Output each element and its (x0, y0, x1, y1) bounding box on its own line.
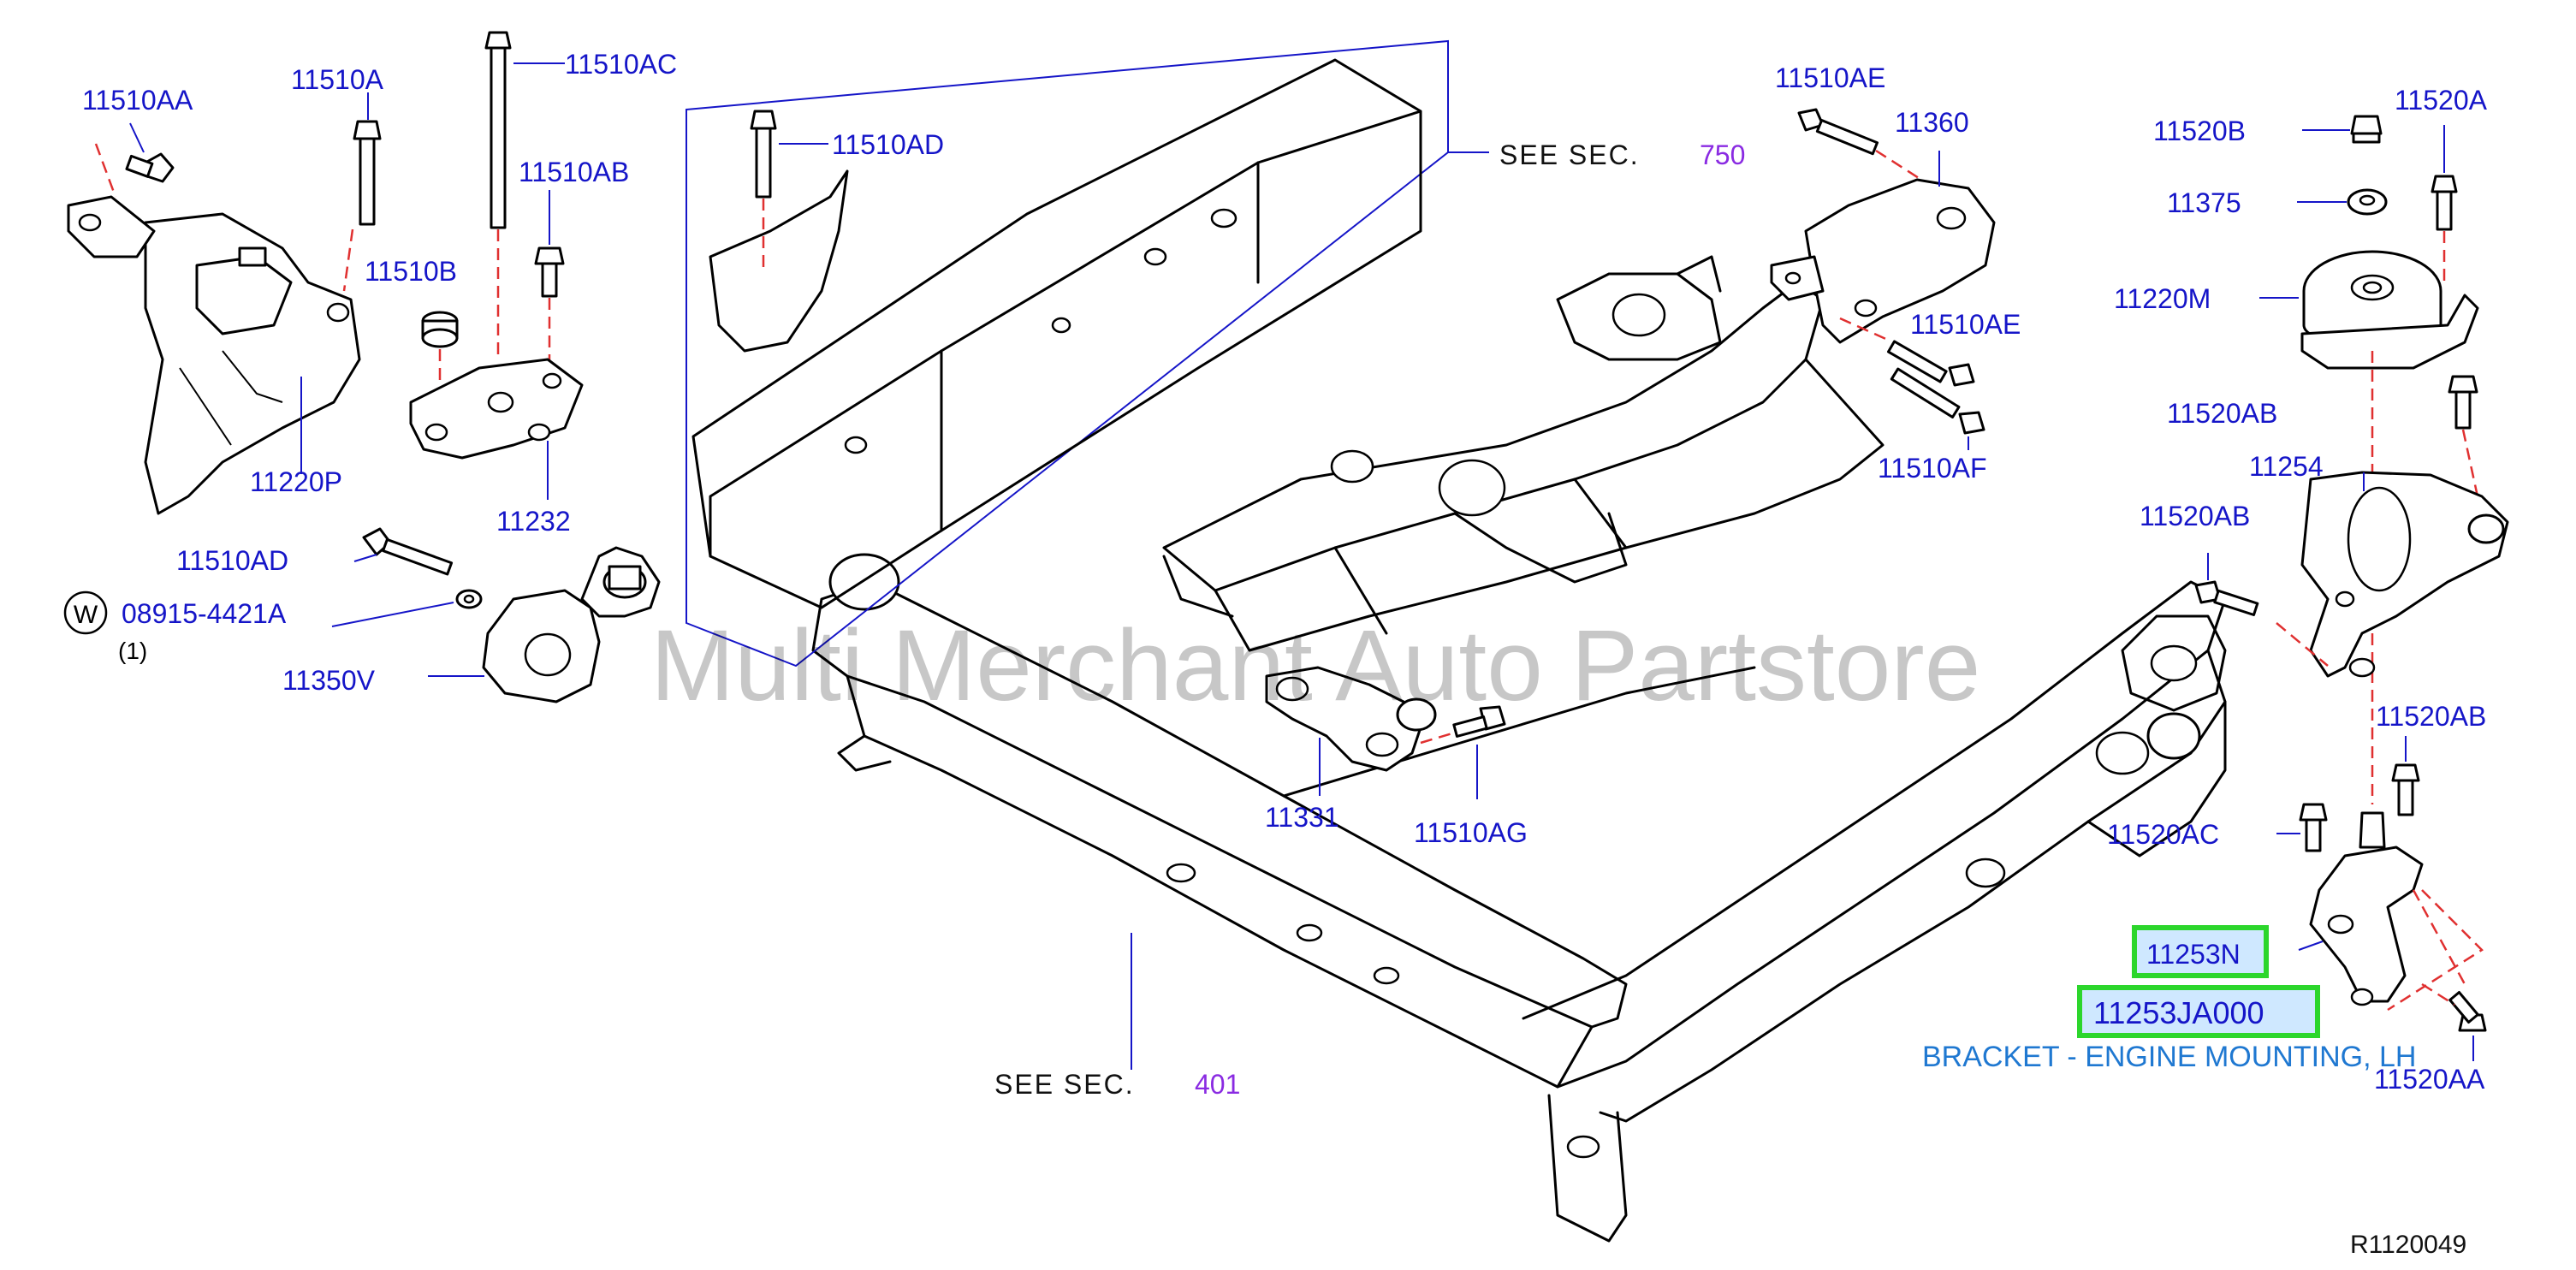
bracket-11253n-drawing (2298, 811, 2484, 1012)
label-11375[interactable]: 11375 (2167, 187, 2241, 218)
label-11520a[interactable]: 11520A (2395, 85, 2488, 116)
label-11360[interactable]: 11360 (1895, 107, 1969, 138)
washer-w-mark: W (74, 601, 98, 629)
bolt-11520aa-bottom-drawing (2421, 982, 2487, 1061)
bolt-11520a-drawing (2431, 125, 2458, 284)
highlight-box-11253ja000 (2077, 985, 2320, 1038)
label-11253ja000[interactable]: 11253JA000 (2093, 995, 2264, 1030)
nut-11520b-drawing (2302, 115, 2383, 144)
bolt-11520ac-drawing (2276, 803, 2328, 852)
label-11331[interactable]: 11331 (1265, 802, 1339, 833)
label-11510ad-left[interactable]: 11510AD (176, 545, 288, 576)
see-sec-401-text: SEE SEC. (994, 1069, 1135, 1100)
label-11350v[interactable]: 11350V (282, 665, 376, 696)
label-11510b[interactable]: 11510B (365, 256, 457, 287)
engine-mount-11220p-drawing (67, 143, 361, 515)
bracket-11254-drawing (2276, 471, 2509, 678)
label-11510aa-top[interactable]: 11510AA (82, 85, 193, 116)
washer-11375-drawing (2297, 188, 2388, 216)
label-11220p[interactable]: 11220P (250, 466, 342, 497)
see-sec-750-text: SEE SEC. (1499, 139, 1640, 170)
label-11253n[interactable]: 11253N (2146, 939, 2241, 970)
bolt-11510ag-drawing (1420, 705, 1506, 799)
label-11232[interactable]: 11232 (496, 506, 571, 537)
label-11520b[interactable]: 11520B (2153, 116, 2246, 146)
label-11220m[interactable]: 11220M (2114, 283, 2211, 314)
label-11520ab-c[interactable]: 11520AB (2376, 701, 2486, 732)
torque-rod-11350v-drawing (428, 546, 661, 703)
label-11510ag[interactable]: 11510AG (1414, 817, 1528, 848)
part-description: BRACKET - ENGINE MOUNTING, LH (1922, 1041, 2416, 1073)
label-11520aa-bottom[interactable]: 11520AA (2374, 1064, 2485, 1095)
label-11510ad-mid[interactable]: 11510AD (832, 129, 944, 160)
label-11520ac[interactable]: 11520AC (2107, 819, 2219, 850)
label-11254[interactable]: 11254 (2249, 451, 2324, 482)
bolt-11510aa-drawing (125, 122, 175, 183)
label-11520ab-b[interactable]: 11520AB (2140, 501, 2250, 531)
bolt-11510ae-top-drawing (1797, 108, 1920, 180)
washer-w-badge: W (63, 590, 108, 635)
bracket-11232-drawing (409, 358, 584, 500)
label-11510ac[interactable]: 11510AC (565, 49, 677, 80)
mount-insulator-11220m-drawing (2259, 250, 2479, 804)
quantity-note: (1) (118, 638, 147, 664)
bolt-11510af-drawing (1890, 367, 1985, 450)
label-11510ae-top[interactable]: 11510AE (1775, 62, 1885, 93)
bolt-11520ab-upper-drawing (2448, 375, 2482, 509)
highlight-box-11253n (2132, 925, 2269, 978)
bolt-11520ab-left-drawing (2194, 553, 2259, 616)
see-sec-401-number[interactable]: 401 (1195, 1069, 1240, 1100)
front-crossmember-drawing (811, 255, 2227, 1243)
bolt-11510ab-drawing (534, 190, 565, 368)
bolt-11520ab-lower-drawing (2391, 736, 2420, 816)
watermark: Multi Merchant Auto Partstore (650, 609, 1980, 722)
reference-code: R1120049 (2350, 1231, 2466, 1259)
label-08915-4421a[interactable]: 08915-4421A (122, 598, 287, 629)
see-sec-750-number[interactable]: 750 (1700, 139, 1745, 170)
torque-link-11331-drawing (1265, 666, 1437, 796)
bolt-11510ac-drawing (484, 31, 565, 359)
bolt-11510ad-left-drawing (331, 527, 483, 627)
bolt-11510a-drawing (353, 92, 382, 226)
spacer-11510b-drawing (421, 311, 459, 394)
label-11510a[interactable]: 11510A (291, 64, 384, 95)
label-11510ab[interactable]: 11510AB (519, 157, 629, 187)
bolt-11510ae-mid-drawing (1839, 317, 1975, 387)
label-11520ab-a[interactable]: 11520AB (2167, 398, 2277, 429)
see-sec-750-inset (686, 39, 1449, 668)
bracket-11360-drawing (1770, 151, 1996, 344)
label-11510ae-mid[interactable]: 11510AE (1910, 309, 2021, 340)
label-11510af[interactable]: 11510AF (1878, 453, 1987, 484)
